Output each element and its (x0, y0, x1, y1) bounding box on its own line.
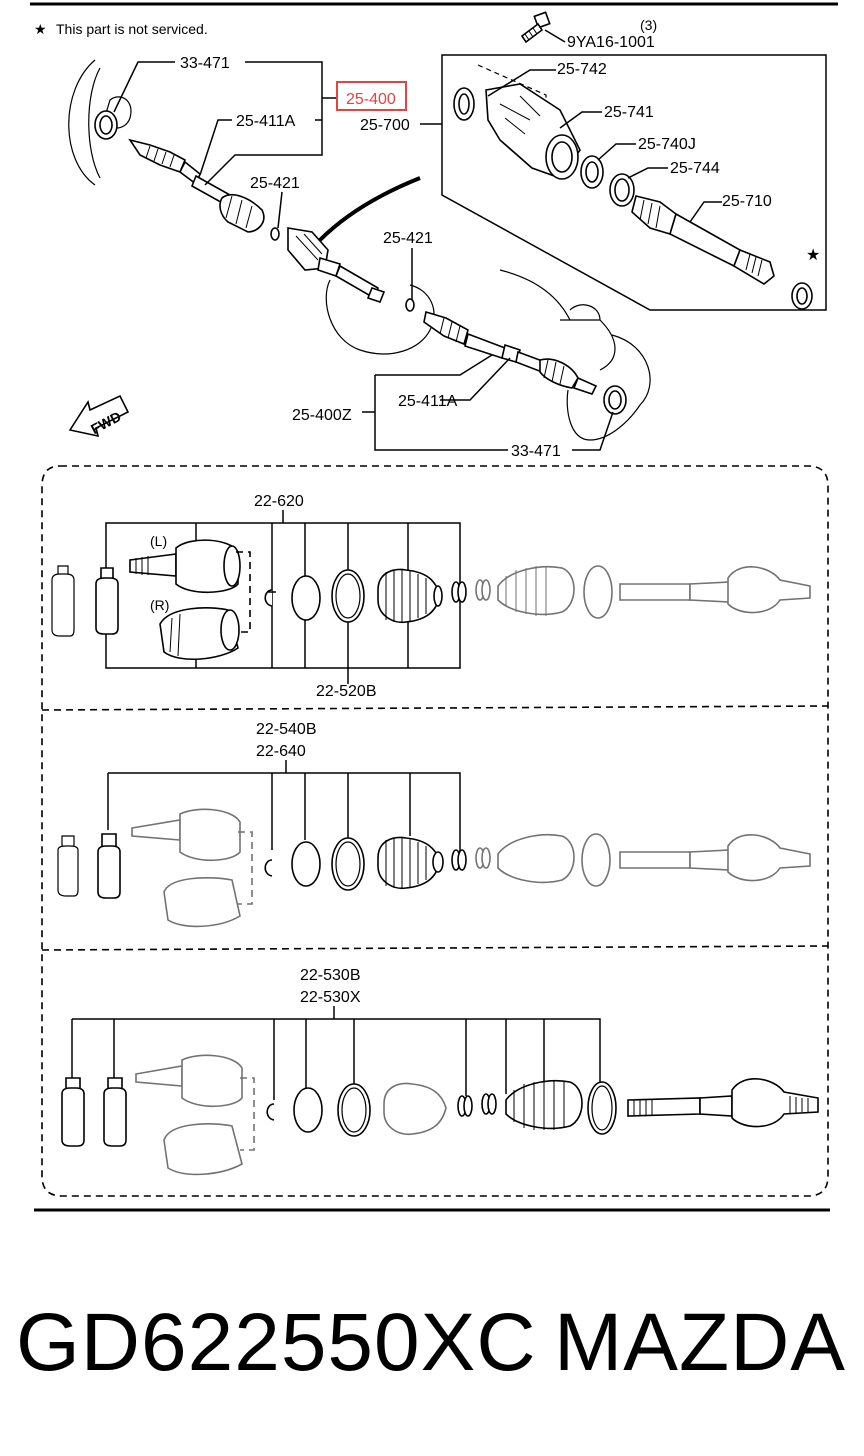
brand-name: MAZDA (554, 1297, 846, 1388)
kit-panel (41, 465, 829, 1197)
not-serviced-note: This part is not serviced. (56, 21, 208, 37)
parts-diagram: ★ This part is not serviced. (30, 2, 838, 1212)
clip-ring-a (270, 227, 280, 241)
label-kit2-a: 22-540B (256, 721, 317, 738)
label-bolt: 9YA16-1001 (567, 34, 655, 51)
label-kit2-b: 22-640 (256, 743, 306, 760)
star-marker-icon: ★ (806, 247, 820, 264)
intermediate-shaft-box (441, 54, 827, 311)
label-shaft-assy-z: 25-400Z (292, 407, 352, 424)
right-shaft (464, 332, 506, 360)
label-shaft-assy: 25-400 (346, 91, 396, 108)
label-clip-a: 25-421 (250, 175, 300, 192)
left-outer-joint (128, 138, 187, 174)
label-kit1: 22-620 (254, 493, 304, 510)
kit2-row: 22-540B 22-640 (57, 721, 811, 928)
kit1-row: 22-620 22-520B (L) (R) (51, 493, 811, 700)
label-side-r: (R) (150, 597, 169, 613)
part-number: GD622550XC (16, 1297, 537, 1388)
label-bolt-qty: (3) (640, 17, 657, 33)
left-inner-boot (219, 194, 265, 233)
label-kit1-sub: 22-520B (316, 683, 377, 700)
upper-leader-lines (113, 61, 614, 451)
grease-tube (95, 567, 119, 635)
kit2-boot (377, 836, 441, 890)
inter-shaft-part (669, 212, 741, 268)
label-intermediate: 25-700 (360, 117, 410, 134)
kit1-shaft-silhouette (475, 565, 811, 619)
label-joint-left: 25-411A (236, 113, 296, 130)
joint-left-housing (175, 539, 239, 594)
bolt-icon (520, 11, 551, 44)
label-kit3-b: 22-530X (300, 989, 361, 1006)
fwd-arrow-icon (68, 394, 130, 438)
label-clip-b: 25-421 (383, 230, 433, 247)
star-icon: ★ (34, 21, 47, 37)
upper-exploded-view: FWD (68, 59, 651, 441)
clip-ring-b (405, 298, 415, 312)
label-bracket-seal: 25-742 (557, 61, 607, 78)
label-bearing: 25-740J (638, 136, 696, 153)
label-snap: 25-744 (670, 160, 720, 177)
highlight-box (336, 81, 407, 111)
label-joint-right: 25-411A (398, 393, 458, 410)
label-side-l: (L) (150, 533, 167, 549)
kit3-outer-joint (731, 1078, 819, 1128)
label-inter-shaft: 25-710 (722, 193, 772, 210)
label-seal-right: 33-471 (511, 443, 561, 460)
label-seal-left: 33-471 (180, 55, 230, 72)
label-bracket: 25-741 (604, 104, 654, 121)
kit3-row: 22-530B 22-530X (61, 967, 819, 1176)
right-outer-boot (539, 358, 579, 389)
kit1-boot (377, 568, 441, 624)
label-kit3-a: 22-530B (300, 967, 361, 984)
